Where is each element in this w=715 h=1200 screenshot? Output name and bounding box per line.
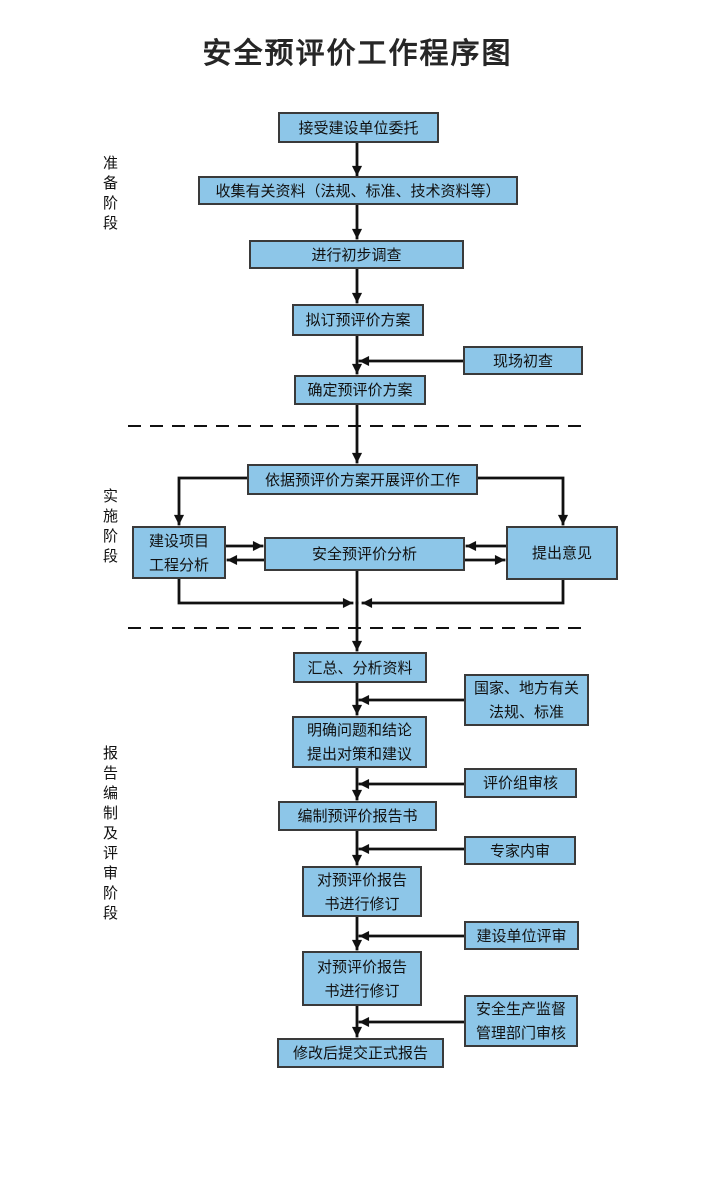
stage-label-report-review: 报告编制及评审阶段 [101, 745, 119, 925]
flow-box-carry-out: 依据预评价方案开展评价工作 [247, 464, 478, 495]
flow-box-revise-1: 对预评价报告 书进行修订 [302, 866, 422, 917]
flow-box-client-review: 建设单位评审 [464, 921, 579, 950]
flow-box-compile-report: 编制预评价报告书 [278, 801, 437, 831]
flow-box-draft-plan: 拟订预评价方案 [292, 304, 424, 336]
flow-box-safety-analysis: 安全预评价分析 [264, 537, 465, 571]
stage-label-implementation: 实施阶段 [101, 488, 119, 568]
flow-box-group-review: 评价组审核 [464, 768, 577, 798]
elbow-carryout-to-opinions [476, 476, 569, 526]
elbow-opinions-to-merge [361, 578, 565, 609]
flow-box-expert-review: 专家内审 [464, 836, 576, 865]
flow-box-authority-review: 安全生产监督 管理部门审核 [464, 995, 578, 1047]
flow-box-survey: 进行初步调查 [249, 240, 464, 269]
flow-box-summarize: 汇总、分析资料 [293, 652, 427, 683]
elbow-project-to-merge [177, 577, 354, 609]
flow-box-revise-2: 对预评价报告 书进行修订 [302, 951, 422, 1006]
stage-label-preparation: 准备阶段 [101, 155, 119, 235]
flow-box-regulations: 国家、地方有关 法规、标准 [464, 674, 589, 726]
flow-box-opinions: 提出意见 [506, 526, 618, 580]
elbow-carryout-to-projectanalysis [173, 476, 249, 526]
flow-box-collect: 收集有关资料（法规、标准、技术资料等） [198, 176, 518, 205]
flow-box-accept: 接受建设单位委托 [278, 112, 439, 143]
page-title: 安全预评价工作程序图 [202, 36, 513, 70]
flow-box-site-check: 现场初查 [463, 346, 583, 375]
flow-box-confirm-plan: 确定预评价方案 [294, 375, 426, 405]
flow-box-clarify: 明确问题和结论 提出对策和建议 [292, 716, 427, 768]
flow-box-project-analysis: 建设项目 工程分析 [132, 526, 226, 579]
flow-box-submit: 修改后提交正式报告 [277, 1038, 444, 1068]
